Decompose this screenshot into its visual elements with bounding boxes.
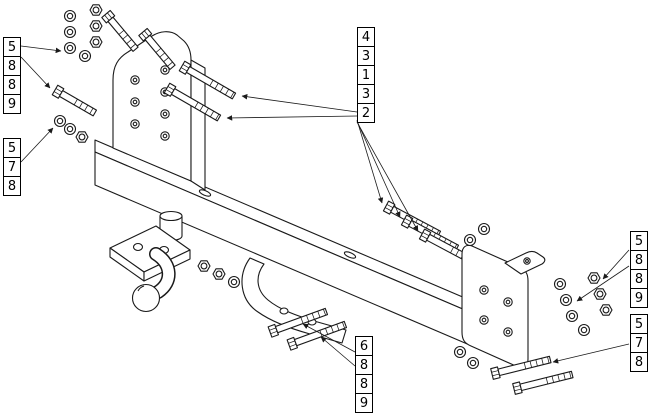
callout-cell: 5 — [3, 37, 21, 57]
callout-cell: 8 — [630, 269, 648, 289]
callout-right-lower: 5 7 8 — [630, 314, 648, 372]
left-mounting-bracket — [112, 31, 206, 191]
crossbar-slot — [343, 251, 357, 259]
callout-cell: 8 — [3, 56, 21, 76]
callout-cell: 6 — [355, 336, 373, 356]
crossbar-slot — [198, 189, 212, 197]
callout-cell: 9 — [630, 288, 648, 308]
bracket-hole — [479, 285, 513, 337]
callout-cell: 5 — [630, 314, 648, 334]
tow-ball-assembly — [109, 210, 191, 313]
callout-cell: 5 — [630, 231, 648, 251]
callout-cell: 3 — [357, 84, 375, 104]
bolt-icon — [512, 368, 575, 395]
callout-cell: 8 — [630, 250, 648, 270]
callout-cell: 7 — [630, 333, 648, 353]
callout-left-lower: 5 7 8 — [3, 138, 21, 196]
ball-highlight — [137, 285, 145, 292]
callout-cell: 5 — [3, 138, 21, 158]
crossbar — [94, 139, 473, 347]
callout-cell: 8 — [3, 75, 21, 95]
callout-cell: 4 — [357, 27, 375, 47]
bolt-icon — [51, 84, 99, 119]
callout-cell: 8 — [355, 355, 373, 375]
right-mounting-bracket — [461, 244, 546, 369]
callout-right-upper: 5 8 8 9 — [630, 231, 648, 308]
tow-ball — [131, 283, 161, 313]
callout-cell: 8 — [3, 176, 21, 196]
callout-top-right: 4 3 1 3 2 — [357, 27, 375, 123]
callout-cell: 9 — [355, 393, 373, 413]
ball-neck-face — [150, 248, 175, 298]
callout-cell: 8 — [630, 352, 648, 372]
callout-cell: 7 — [3, 157, 21, 177]
callout-bottom-center: 6 8 8 9 — [355, 336, 373, 413]
callout-cell: 1 — [357, 65, 375, 85]
callout-left-upper: 5 8 8 9 — [3, 37, 21, 114]
callout-cell: 2 — [357, 103, 375, 123]
leader-lines — [20, 45, 630, 367]
bolt-icon — [101, 9, 141, 54]
callout-cell: 8 — [355, 374, 373, 394]
callout-cell: 3 — [357, 46, 375, 66]
callout-cell: 9 — [3, 94, 21, 114]
